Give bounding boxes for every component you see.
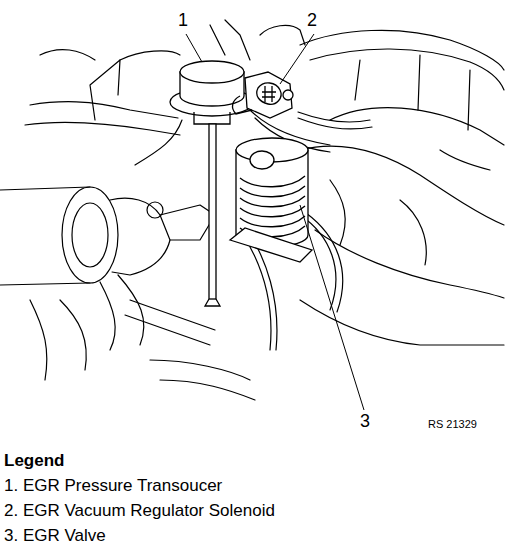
line-art bbox=[210, 20, 250, 60]
line-art bbox=[194, 112, 230, 124]
line-art bbox=[233, 96, 252, 114]
coil-winding bbox=[240, 186, 305, 197]
line-art bbox=[160, 205, 215, 240]
line-art bbox=[120, 51, 180, 60]
line-art bbox=[40, 50, 95, 60]
line-art bbox=[135, 120, 182, 165]
legend-heading: Legend bbox=[4, 451, 64, 471]
line-art bbox=[262, 86, 276, 102]
line-art bbox=[355, 55, 470, 130]
line-art bbox=[330, 108, 504, 145]
egr-valve bbox=[230, 138, 312, 262]
line-art bbox=[100, 275, 144, 350]
line-art bbox=[205, 299, 220, 306]
coil-winding bbox=[240, 216, 305, 227]
line-art bbox=[25, 122, 180, 135]
line-art bbox=[240, 176, 305, 237]
line-art bbox=[280, 34, 314, 84]
legend-entry: 3. EGR Valve bbox=[4, 526, 106, 546]
line-art bbox=[260, 25, 305, 45]
line-art bbox=[315, 230, 504, 298]
line-art bbox=[230, 228, 312, 262]
coil-winding bbox=[240, 196, 305, 207]
line-art bbox=[147, 202, 163, 218]
line-art bbox=[440, 150, 490, 170]
callout-number: 3 bbox=[360, 411, 370, 432]
line-art bbox=[30, 300, 86, 380]
line-art bbox=[180, 61, 244, 83]
engine-lines bbox=[0, 20, 504, 400]
line-art bbox=[186, 34, 202, 62]
line-art bbox=[90, 60, 120, 120]
leader-lines bbox=[186, 34, 364, 410]
line-art bbox=[125, 300, 215, 345]
legend-entry: 1. EGR Pressure Transoucer bbox=[4, 476, 222, 496]
line-art bbox=[250, 151, 274, 169]
line-art bbox=[245, 72, 292, 118]
coil-winding bbox=[240, 206, 305, 217]
line-art bbox=[30, 102, 178, 118]
line-art bbox=[209, 124, 216, 299]
line-art bbox=[400, 200, 426, 265]
figure-code: RS 21329 bbox=[428, 418, 477, 431]
legend-entry: 2. EGR Vacuum Regulator Solenoid bbox=[4, 501, 275, 521]
line-art bbox=[298, 112, 372, 129]
line-art bbox=[72, 203, 108, 267]
callout-number: 1 bbox=[178, 10, 188, 31]
line-art bbox=[62, 187, 118, 283]
line-art bbox=[150, 360, 255, 400]
legend-text: 3. EGR Valve bbox=[4, 526, 106, 546]
legend-text: 1. EGR Pressure Transoucer bbox=[4, 476, 222, 496]
line-art bbox=[300, 205, 364, 410]
line-art bbox=[300, 146, 504, 225]
line-art bbox=[110, 198, 170, 275]
callout-number: 2 bbox=[307, 10, 317, 31]
line-art bbox=[310, 49, 504, 90]
legend-text: 2. EGR Vacuum Regulator Solenoid bbox=[4, 501, 275, 521]
line-art bbox=[0, 187, 90, 285]
line-art bbox=[283, 90, 293, 100]
line-art bbox=[330, 180, 345, 245]
line-art bbox=[257, 83, 281, 104]
coil-winding bbox=[240, 176, 305, 187]
